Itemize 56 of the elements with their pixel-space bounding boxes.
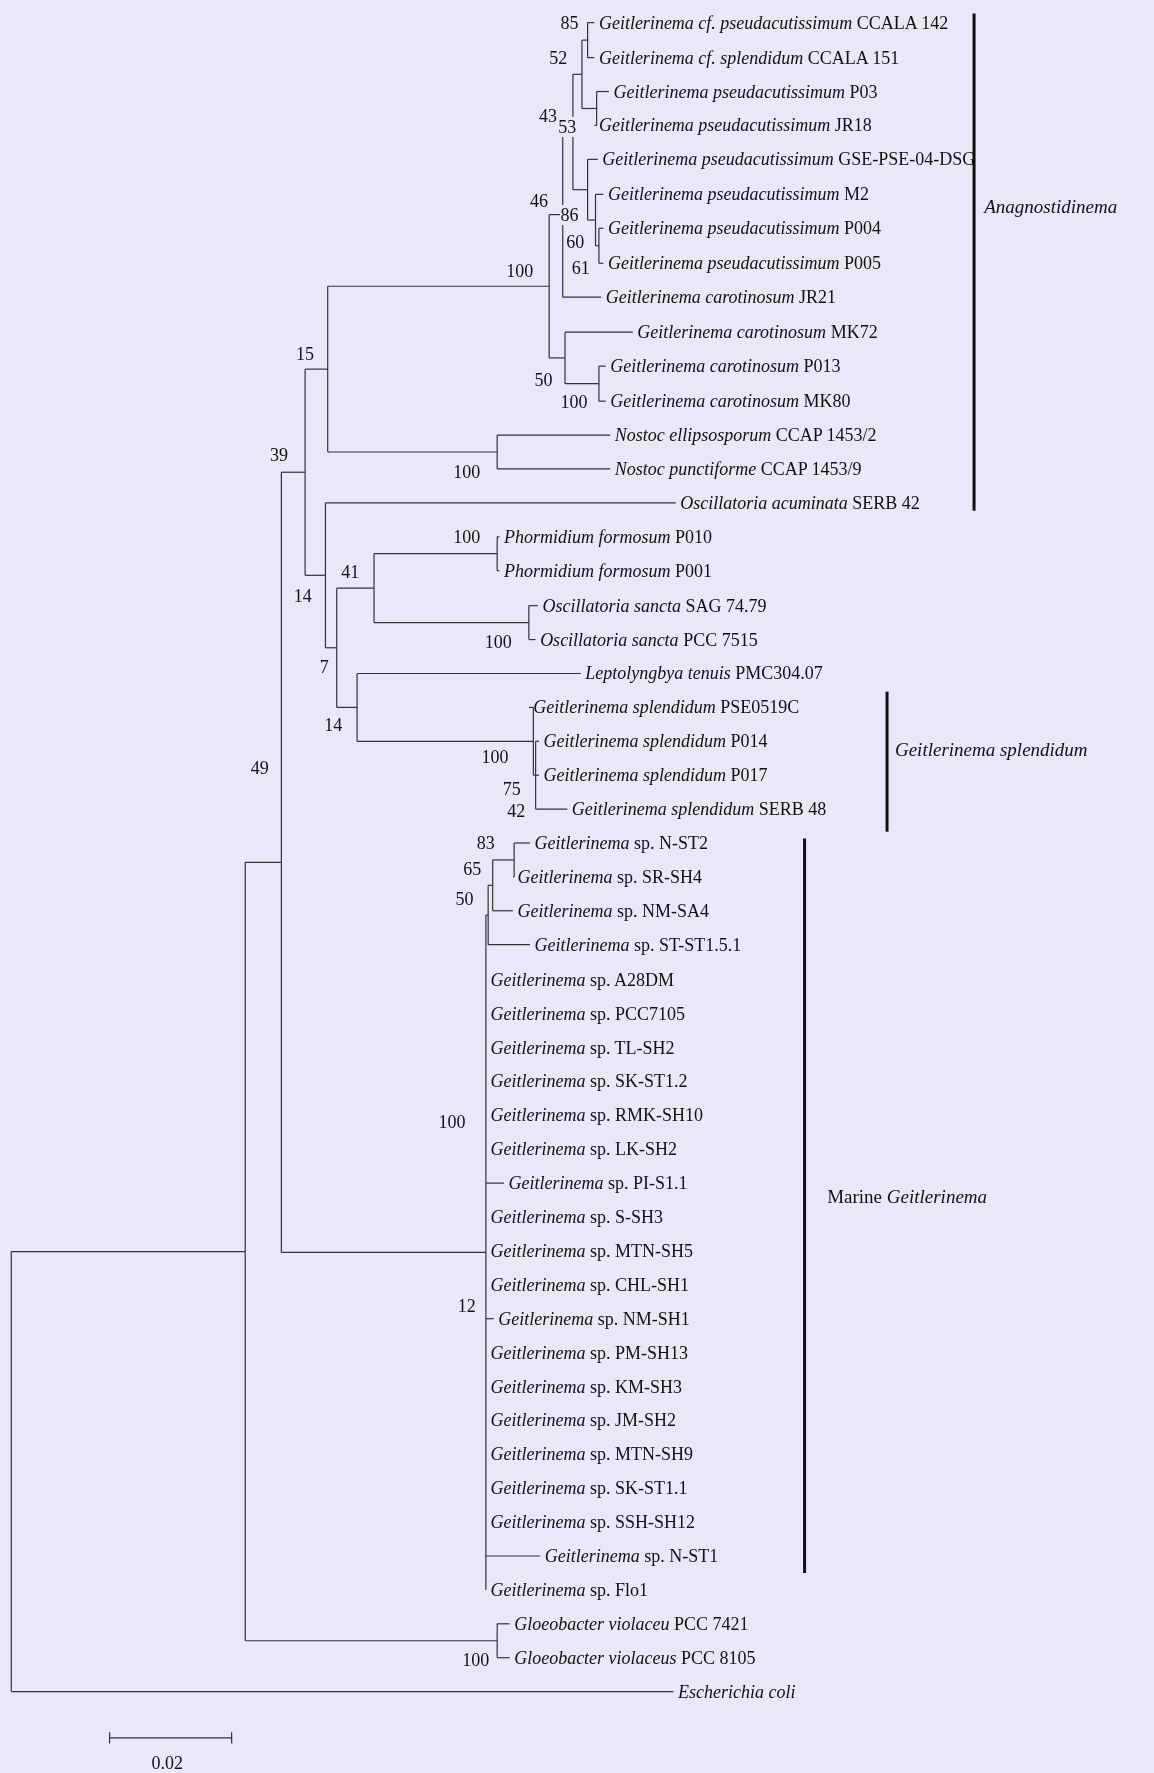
taxon-label: Geitlerinema sp. TL-SH2 xyxy=(490,1037,675,1058)
taxon-label: Geitlerinema pseudacutissimum GSE-PSE-04-DSG xyxy=(602,149,976,170)
taxon-label: Nostoc punctiforme CCAP 1453/9 xyxy=(614,458,862,479)
taxon-label: Geitlerinema sp. PCC7105 xyxy=(490,1003,685,1024)
taxon-label: Geitlerinema carotinosum MK72 xyxy=(637,322,878,343)
scale-label: 0.02 xyxy=(151,1752,183,1773)
clade-label: Geitlerinema splendidum xyxy=(894,740,1088,761)
clade-label: Anagnostidinema xyxy=(984,196,1118,217)
taxon-label: Geitlerinema sp. CHL-SH1 xyxy=(490,1274,689,1295)
taxon-label: Geitlerinema splendidum PSE0519C xyxy=(533,697,800,718)
taxon-label: Geitlerinema sp. SK-ST1.2 xyxy=(490,1071,688,1092)
taxon-label: Geitlerinema pseudacutissimum P03 xyxy=(613,81,878,102)
bootstrap-value: 53 xyxy=(558,116,577,137)
taxon-label: Oscillatoria acuminata SERB 42 xyxy=(680,492,920,513)
taxon-label: Geitlerinema sp. NM-SH1 xyxy=(498,1308,690,1329)
taxon-label: Geitlerinema sp. SR-SH4 xyxy=(517,866,703,887)
taxon-label: Geitlerinema cf. splendidum CCALA 151 xyxy=(598,47,900,68)
taxon-label: Geitlerinema sp. KM-SH3 xyxy=(490,1376,682,1397)
taxon-label: Oscillatoria sancta SAG 74.79 xyxy=(542,595,767,616)
taxon-label: Geitlerinema splendidum P014 xyxy=(543,731,768,752)
taxon-label: Escherichia coli xyxy=(678,1681,796,1702)
taxon-label: Geitlerinema sp. SSH-SH12 xyxy=(490,1512,695,1533)
taxon-label: Nostoc ellipsosporum CCAP 1453/2 xyxy=(614,425,877,446)
taxon-label: Geitlerinema cf. pseudacutissimum CCALA 142 xyxy=(598,12,949,33)
taxon-label: Geitlerinema sp. N-ST1 xyxy=(544,1546,719,1566)
taxon-label: Geitlerinema sp. MTN-SH5 xyxy=(490,1240,693,1261)
taxon-label: Leptolyngbya tenuis PMC304.07 xyxy=(585,663,823,684)
clade-label: Marine Geitlerinema xyxy=(827,1186,988,1207)
taxon-label: Gloeobacter violaceu PCC 7421 xyxy=(514,1613,749,1634)
bootstrap-value: 86 xyxy=(560,204,579,225)
taxon-label: Oscillatoria sancta PCC 7515 xyxy=(540,629,758,650)
taxon-label: Geitlerinema sp. PI-S1.1 xyxy=(508,1173,688,1194)
taxon-label: Gloeobacter violaceus PCC 8105 xyxy=(514,1647,756,1668)
taxon-label: Geitlerinema sp. RMK-SH10 xyxy=(490,1105,703,1126)
taxon-label: Geitlerinema sp. Flo1 xyxy=(490,1579,648,1600)
taxon-label: Geitlerinema sp. JM-SH2 xyxy=(490,1410,676,1431)
taxon-label: Geitlerinema carotinosum MK80 xyxy=(610,391,851,412)
taxon-label: Geitlerinema sp. PM-SH13 xyxy=(490,1342,688,1363)
taxon-label: Geitlerinema sp. MTN-SH9 xyxy=(490,1444,693,1465)
taxon-label: Geitlerinema sp. LK-SH2 xyxy=(490,1139,677,1160)
taxon-label: Geitlerinema sp. N-ST2 xyxy=(534,832,708,853)
taxon-label: Phormidium formosum P010 xyxy=(503,526,712,547)
taxon-label: Geitlerinema sp. S-SH3 xyxy=(490,1207,663,1227)
taxon-label: Phormidium formosum P001 xyxy=(503,560,712,581)
taxon-label: Geitlerinema sp. A28DM xyxy=(490,969,674,990)
taxon-label: Geitlerinema carotinosum JR21 xyxy=(605,287,836,308)
taxon-label: Geitlerinema pseudacutissimum M2 xyxy=(607,184,869,205)
taxon-label: Geitlerinema carotinosum P013 xyxy=(610,356,841,377)
taxon-label: Geitlerinema pseudacutissimum P004 xyxy=(607,218,881,239)
taxon-label: Geitlerinema splendidum P017 xyxy=(543,765,768,786)
taxon-label: Geitlerinema sp. ST-ST1.5.1 xyxy=(534,934,742,955)
taxon-label: Geitlerinema pseudacutissimum P005 xyxy=(607,253,881,274)
taxon-label: Geitlerinema sp. SK-ST1.1 xyxy=(490,1478,688,1499)
taxon-label: Geitlerinema splendidum SERB 48 xyxy=(571,799,827,820)
taxon-label: Geitlerinema sp. NM-SA4 xyxy=(517,900,710,921)
taxon-label: Geitlerinema pseudacutissimum JR18 xyxy=(598,115,872,136)
